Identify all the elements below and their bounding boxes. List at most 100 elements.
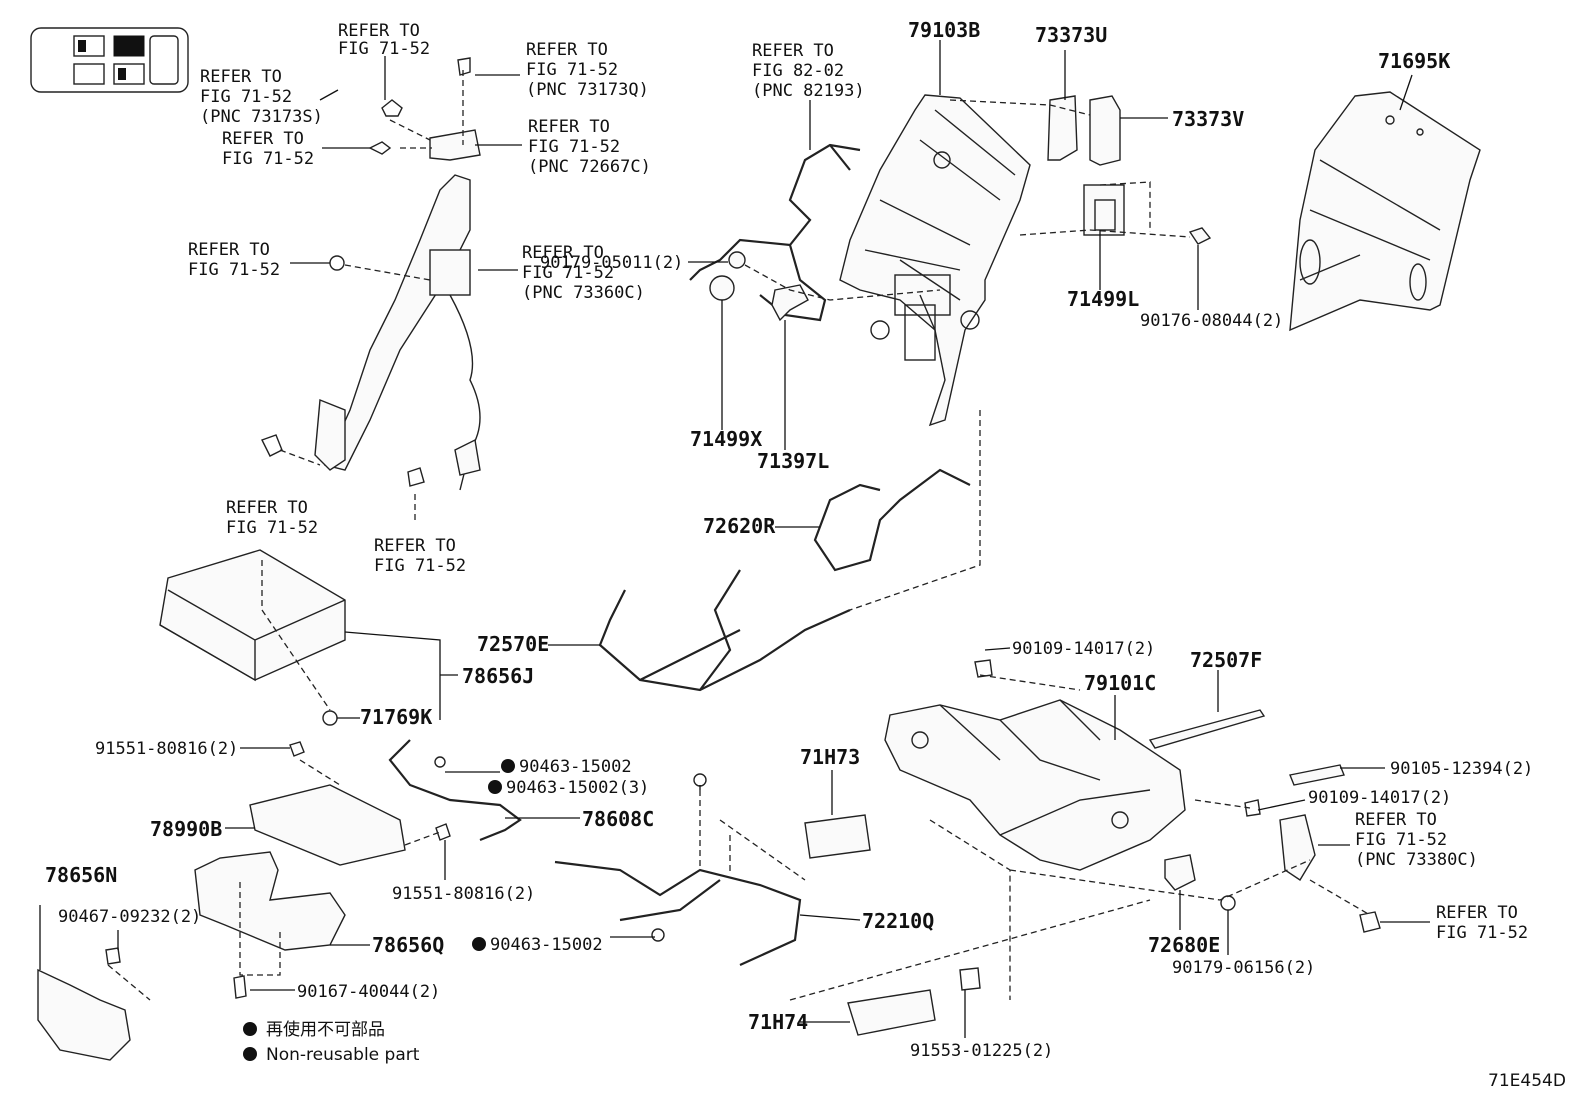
label-79101c: 79101C (1084, 671, 1156, 695)
bushing-71499x-icon (709, 275, 735, 301)
cover-71h74 (847, 989, 936, 1036)
bolt-90467-icon (105, 947, 121, 965)
cable-72620r (813, 468, 971, 572)
part-labels: 79103B 73373U 73373V 71695K 71499L 90176… (45, 18, 1533, 1061)
label-73373v: 73373V (1172, 107, 1244, 131)
label-71769k: 71769K (360, 705, 432, 729)
label-72680e: 72680E (1148, 933, 1220, 957)
cover-78656q (194, 851, 346, 951)
bolt-90109-icon (1244, 799, 1261, 817)
label-72507f: 72507F (1190, 648, 1262, 672)
label-71499x: 71499X (690, 427, 762, 451)
label-90179-06156: 90179-06156(2) (1172, 958, 1315, 978)
dashed-guide-lines (107, 70, 1371, 1001)
belt-nut-icon (329, 255, 345, 271)
label-90105: 90105-12394(2) (1390, 759, 1533, 779)
belt-lower-bolt-icon (407, 467, 425, 487)
cushion-frame-79101c (884, 699, 1186, 871)
label-91553: 91553-01225(2) (910, 1041, 1053, 1061)
seat-position-icon (30, 27, 189, 93)
bolt-91551-icon (435, 823, 451, 841)
label-78656j: 78656J (462, 664, 534, 688)
label-79103b: 79103B (908, 18, 980, 42)
label-73373u: 73373U (1035, 23, 1107, 47)
belt-guide-icon (429, 129, 481, 161)
belt-bolt-icon (368, 141, 392, 155)
non-reusable-dot-icon (501, 759, 515, 773)
buckle-73380c (1279, 814, 1316, 881)
legend-dot-icon (243, 1022, 257, 1036)
bar-72507f (1148, 709, 1266, 749)
label-90109-b: 90109-14017(2) (1308, 788, 1451, 808)
seatback-cushion-71695k (1289, 91, 1481, 332)
clip-90463-icon (651, 928, 665, 942)
label-90167: 90167-40044(2) (297, 982, 440, 1002)
label-71h73: 71H73 (800, 745, 860, 769)
label-78990b: 78990B (150, 817, 222, 841)
clip-90463-icon (693, 773, 707, 787)
label-90179-05011: 90179-05011(2) (540, 253, 683, 273)
label-78656q: 78656Q (372, 933, 444, 957)
bolt-91551-icon (289, 741, 305, 757)
label-91551-a: 91551-80816(2) (95, 739, 238, 759)
bracket-71397l-icon (771, 284, 809, 322)
seatbelt-assembly (314, 174, 481, 491)
non-reusable-dot-icon (472, 937, 486, 951)
clip-90176-icon (1188, 227, 1212, 245)
clip-90463-icon (434, 756, 446, 768)
cable-72570e (598, 569, 851, 692)
label-72620r: 72620R (703, 514, 776, 538)
bolt-90167-icon (233, 975, 247, 999)
latch-motor-71499l (1083, 184, 1125, 236)
bolt-90109-icon (974, 659, 993, 678)
label-90463-b: 90463-15002(3) (506, 778, 649, 798)
harness-78608c (388, 739, 522, 842)
label-71397l: 71397L (757, 449, 829, 473)
label-71h74: 71H74 (748, 1010, 808, 1034)
label-78608c: 78608C (582, 807, 654, 831)
cover-78656n (37, 968, 131, 1061)
label-90463-a: 90463-15002 (519, 757, 632, 777)
non-reusable-dot-icon (488, 780, 502, 794)
label-72570e: 72570E (477, 632, 549, 656)
figure-code: 71E454D (1488, 1071, 1566, 1091)
harness-72210q (554, 860, 802, 967)
cover-71h73 (804, 814, 871, 859)
side-pad-73373v (1089, 95, 1121, 166)
label-71695k: 71695K (1378, 49, 1450, 73)
belt-bolt-icon (381, 99, 403, 117)
belt-anchor-bolt-icon (261, 434, 283, 457)
legend: 再使用不可部品 Non-reusable part (243, 1019, 420, 1065)
seatback-frame-79103b (839, 94, 1031, 427)
clip-71769k-icon (322, 710, 338, 726)
bolt-91553-icon (959, 967, 981, 991)
legend-jp: 再使用不可部品 (266, 1019, 385, 1040)
sensor-78990b (249, 784, 406, 866)
bushing-90179-icon (728, 251, 746, 269)
bolt-71-52-icon (1359, 911, 1381, 933)
label-91551-b: 91551-80816(2) (392, 884, 535, 904)
label-90176: 90176-08044(2) (1140, 311, 1283, 331)
label-71499l: 71499L (1067, 287, 1139, 311)
box-78656j (159, 549, 346, 682)
leader-lines (39, 40, 1430, 1038)
belt-clip-icon (457, 57, 471, 76)
label-90467: 90467-09232(2) (58, 907, 201, 927)
bracket-72680e-icon (1164, 854, 1196, 891)
label-90109-a: 90109-14017(2) (1012, 639, 1155, 659)
bolt-90105-icon (1289, 764, 1345, 786)
legend-dot-icon (243, 1047, 257, 1061)
